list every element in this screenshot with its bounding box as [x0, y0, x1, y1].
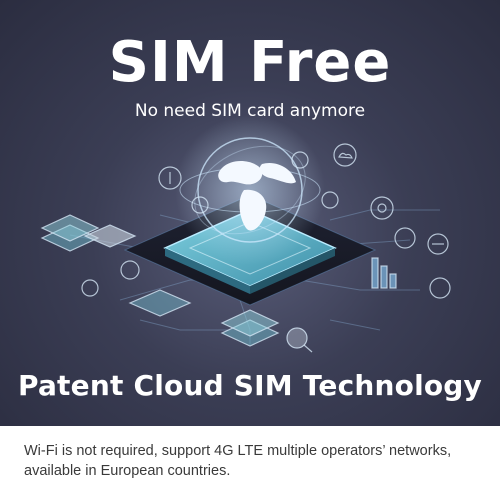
footer-panel: Wi-Fi is not required, support 4G LTE mu… — [0, 426, 500, 500]
gear-icon — [321, 191, 339, 209]
bar-chart-icon — [371, 257, 397, 289]
page-subtitle: No need SIM card anymore — [134, 101, 366, 121]
signal-tower-icon — [291, 151, 309, 169]
tagline: Patent Cloud SIM Technology — [17, 369, 482, 402]
magnifier-icon — [286, 327, 313, 353]
cloud-icon — [429, 277, 451, 299]
chip-icon — [128, 289, 192, 317]
gear-icon — [120, 260, 140, 280]
footer-line-1: Wi-Fi is not required, support 4G LTE mu… — [24, 443, 452, 459]
server-icon — [220, 309, 280, 347]
gear-icon — [394, 227, 416, 249]
server-icon — [40, 214, 100, 252]
cloud-icon — [81, 279, 99, 297]
cloud-icon — [333, 143, 357, 167]
signal-tower-icon — [427, 233, 449, 255]
signal-tower-icon — [191, 196, 209, 214]
signal-tower-icon — [158, 166, 182, 190]
footer-line-2: available in European countries. — [24, 463, 231, 479]
gear-icon — [370, 196, 394, 220]
cloud-sim-illustration — [40, 115, 451, 353]
page-title: SIM Free — [108, 30, 392, 95]
chip-icon — [83, 224, 137, 248]
hero-banner: SIM Free No need SIM card anymore Patent… — [0, 0, 500, 426]
footer-description: Wi-Fi is not required, support 4G LTE mu… — [24, 441, 484, 481]
globe-icon — [179, 137, 321, 243]
